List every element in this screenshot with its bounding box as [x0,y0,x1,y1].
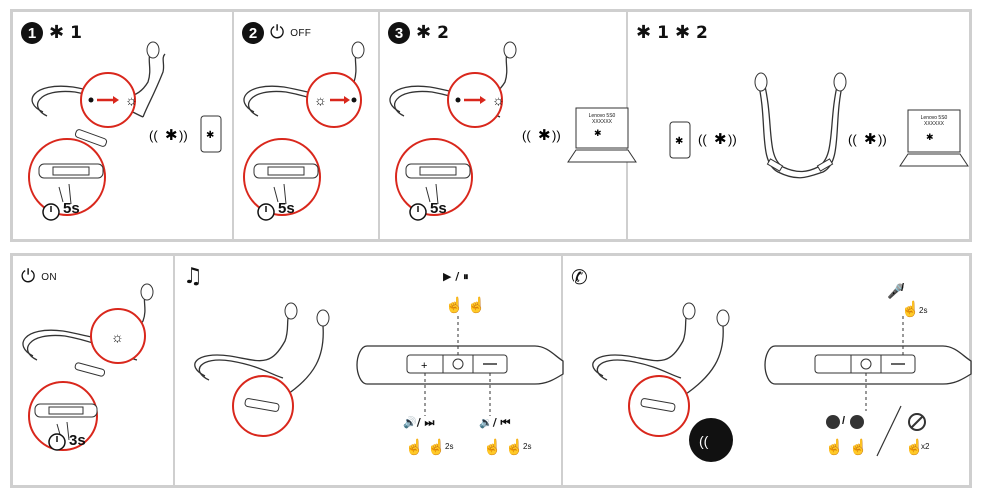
step-header: ✱ 1 ✱ 2 [636,20,708,46]
svg-text:((: (( [698,132,707,147]
bluetooth-icon: ✱ [165,127,178,144]
svg-text:✱: ✱ [926,132,934,142]
svg-text:)): )) [179,128,188,143]
svg-text:✱: ✱ [206,130,214,141]
power-state: OFF [290,27,312,39]
bluetooth-icon: ✱ [538,127,551,144]
svg-text:+: + [421,360,427,372]
svg-text:☼: ☼ [125,92,138,108]
tap-hand-icon: ☝ [901,299,920,318]
tap-hand-icon: ☝ [849,437,868,456]
svg-text:((: (( [522,128,531,143]
tap-hand-icon: ☝ [427,437,446,456]
bluetooth-slot-label: 2 [696,23,708,43]
bluetooth-slot-label: 2 [437,23,449,43]
step-number: 3 [388,22,410,44]
svg-text:((: (( [848,132,857,147]
panel-pair-device-2: 3 ✱ 2 ☼ (( ✱ )) ✱ Lenovo 5S [380,12,637,239]
hold-time: 3s [69,432,86,449]
neckband-illustration: ☼ (( ✱ )) ✱ [389,41,637,221]
step-header: 2 ⏻ OFF [242,20,311,46]
svg-text:((: (( [699,433,709,449]
neckband-illustration: ☼ [22,283,154,451]
divider [378,12,380,239]
svg-text:)): )) [878,132,887,147]
step-number: 2 [242,22,264,44]
bluetooth-icon: ✱ [714,131,727,148]
hold-time: 5s [430,200,447,217]
panel-pair-device-1: 1 ✱ 1 ☼ (( ✱ )) ✱ [13,12,232,239]
bluetooth-icon: ✱ [416,22,432,43]
step-number: 1 [21,22,43,44]
answer-end-label: / [842,415,846,427]
laptop-screen-text: Lenovo 5S0 XXXXXX [920,115,948,127]
panel-power-off: 2 ⏻ OFF ☼ 5s [234,12,378,239]
hold-time: 2s [523,442,532,451]
tap-hand-icon: ☝ [445,295,464,314]
music-illustration: + ☝ ☝ ☝ ☝ ☝ ☝ [194,295,564,456]
svg-text:✱: ✱ [675,136,683,147]
svg-text:)): )) [728,132,737,147]
bluetooth-slot-label: 1 [70,23,82,43]
svg-text:✱: ✱ [594,128,602,138]
svg-text:((: (( [149,128,158,143]
bluetooth-icon: ✱ [49,22,65,43]
svg-text:☼: ☼ [492,92,505,108]
svg-text:)): )) [552,128,561,143]
end-call-icon [850,415,864,429]
tap-hand-icon: ☝ [483,437,502,456]
panel-call-controls: ✆ (( 🎤 [563,256,972,485]
bluetooth-slot-label: 1 [657,23,669,43]
step-header: ✆ [571,264,588,290]
svg-text:☼: ☼ [111,329,124,345]
bluetooth-icon: ✱ [864,131,877,148]
panel-multipoint: ✱ 1 ✱ 2 ✱ (( ✱ )) (( ✱ )) ✱ Len [628,12,972,239]
step-header: ⏻ ON [21,264,57,290]
music-note-icon: ♫ [183,264,203,289]
divider [232,12,234,239]
usage-band: ⏻ ON ☼ 3s ♫ [10,253,972,488]
svg-text:☼: ☼ [314,92,327,108]
panel-power-on: ⏻ ON ☼ 3s [13,256,173,485]
tap-count: x2 [921,442,930,451]
hold-time: 2s [919,306,928,315]
neckband-illustration: ☼ (( ✱ )) ✱ [28,41,222,221]
microphone-icon: 🎤 [887,282,905,300]
step-header: 1 ✱ 1 [21,20,82,46]
power-icon: ⏻ [270,22,285,43]
volume-down-prev-label: 🔉/ ⏮ [479,416,511,429]
laptop-screen-text: Lenovo 5S0 XXXXXX [588,113,616,125]
tap-hand-icon: ☝ [505,437,524,456]
neckband-illustration: ☼ [243,41,365,221]
tap-hand-icon: ☝ [405,437,424,456]
tap-hand-icon: ☝ [825,437,844,456]
multipoint-illustration: ✱ (( ✱ )) (( ✱ )) ✱ [669,72,969,179]
tap-hand-icon: ☝ [905,437,924,456]
power-icon: ⏻ [21,266,36,287]
power-state: ON [41,271,57,283]
tap-hand-icon: ☝ [467,295,486,314]
bluetooth-icon: ✱ [674,22,691,43]
step-header: 3 ✱ 2 [388,20,449,46]
panel-music-controls: ♫ + ☝ ☝ ☝ ☝ ☝ ☝ [175,256,564,485]
mute-label: / [901,282,905,294]
bluetooth-icon: ✱ [636,22,652,43]
hold-time: 2s [445,442,454,451]
divider [173,256,175,485]
phone-icon: ✆ [571,265,588,289]
call-illustration: (( 🎤 ☝ ☝ ☝ ☝ [592,282,972,462]
answer-call-icon [826,415,840,429]
pairing-band: 1 ✱ 1 ☼ (( ✱ )) ✱ [10,9,972,242]
step-header: ♫ [183,264,203,290]
hold-time: 5s [63,200,80,217]
hold-time: 5s [278,200,295,217]
volume-up-next-label: 🔊/ ⏭ [403,416,435,429]
play-pause-label: ▶ / ⏸ [443,270,469,283]
